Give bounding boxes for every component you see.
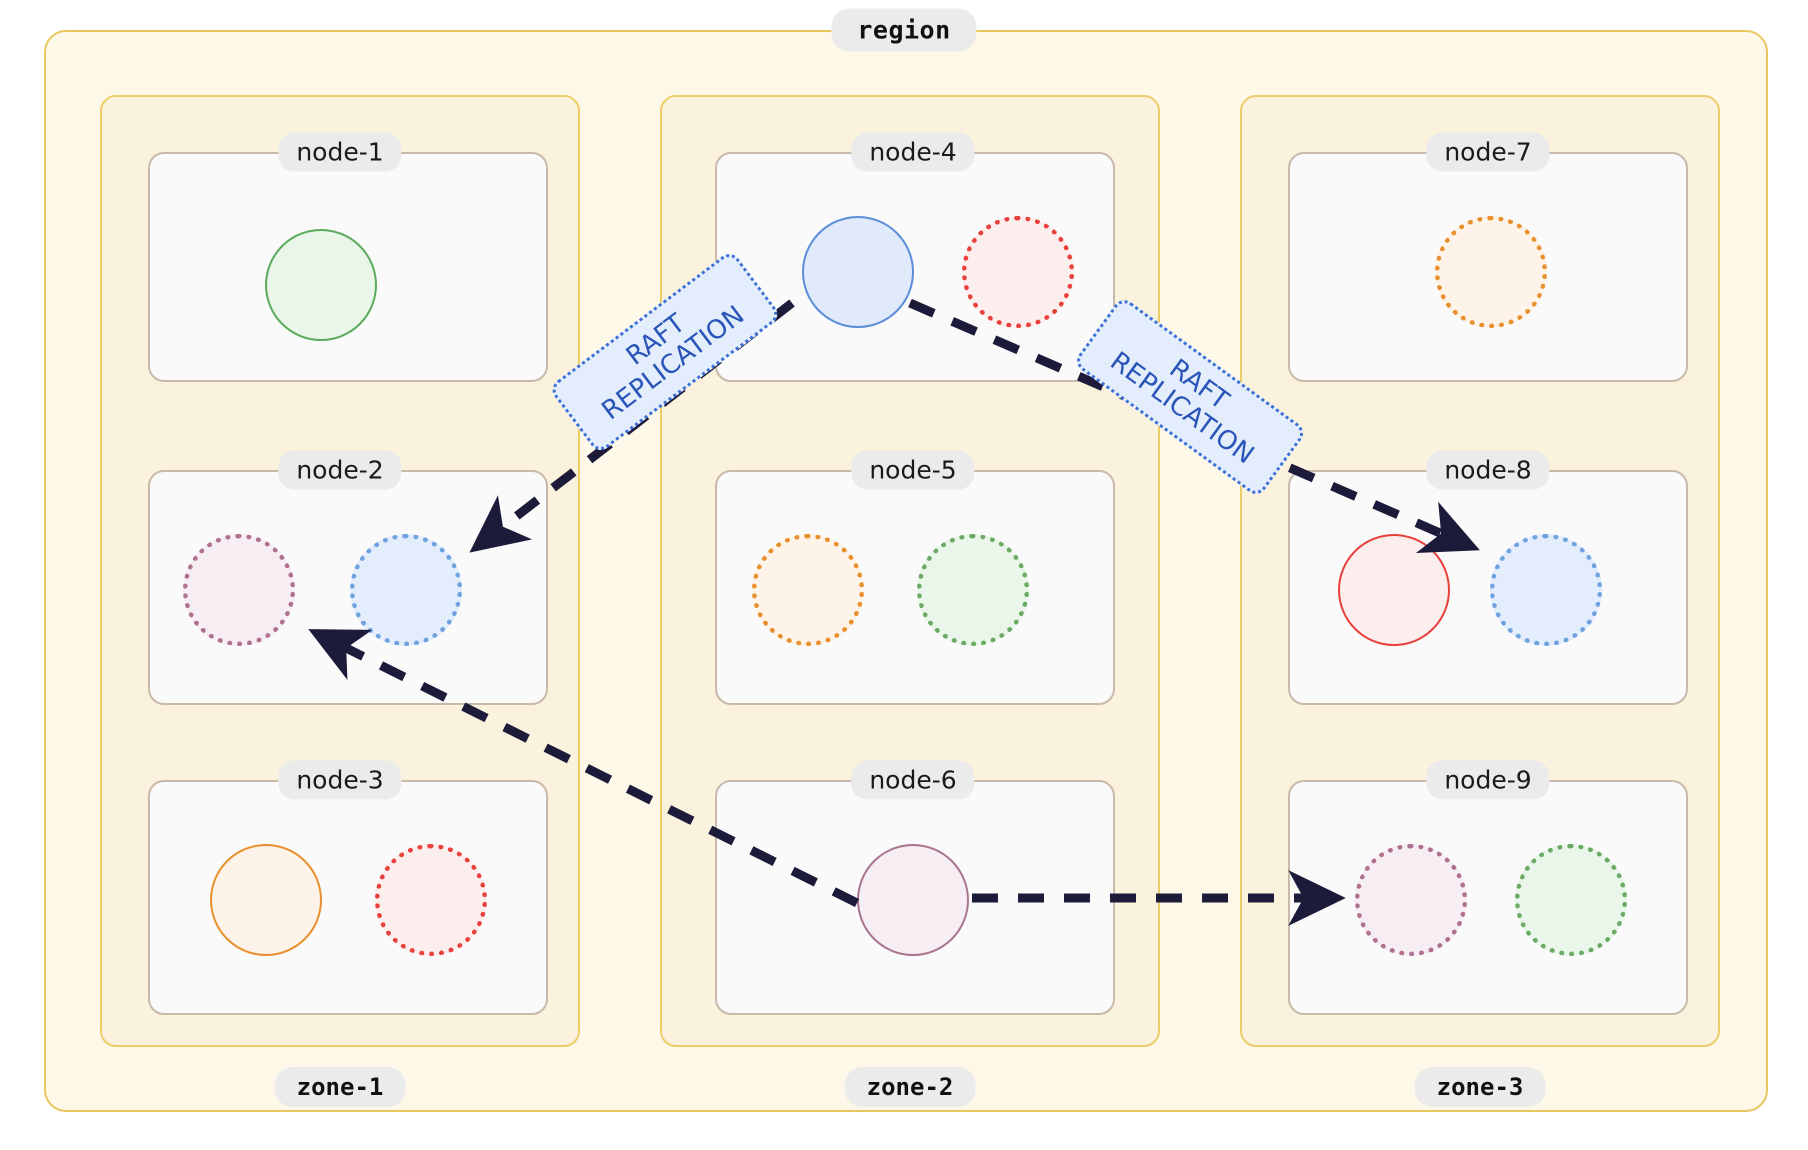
node-box-6[interactable] <box>715 780 1115 1015</box>
replica-circle-follower-purple[interactable] <box>183 534 295 646</box>
replica-circle-leader-purple[interactable] <box>857 844 969 956</box>
node-box-2[interactable] <box>148 470 548 705</box>
replica-circle-leader-orange[interactable] <box>210 844 322 956</box>
node-label-1: node-1 <box>278 132 402 172</box>
node-box-9[interactable] <box>1288 780 1688 1015</box>
replica-circle-follower-blue[interactable] <box>1490 534 1602 646</box>
replica-circle-follower-red[interactable] <box>962 216 1074 328</box>
node-box-1[interactable] <box>148 152 548 382</box>
node-label-7: node-7 <box>1426 132 1550 172</box>
node-label-5: node-5 <box>851 450 975 490</box>
node-box-8[interactable] <box>1288 470 1688 705</box>
node-label-9: node-9 <box>1426 760 1550 800</box>
replica-circle-follower-purple[interactable] <box>1355 844 1467 956</box>
region-label: region <box>831 8 977 52</box>
replica-circle-leader-green[interactable] <box>265 229 377 341</box>
node-box-4[interactable] <box>715 152 1115 382</box>
node-label-2: node-2 <box>278 450 402 490</box>
replica-circle-follower-green[interactable] <box>1515 844 1627 956</box>
zone-label-3: zone-3 <box>1414 1067 1546 1107</box>
replica-circle-follower-blue[interactable] <box>350 534 462 646</box>
replica-circle-follower-orange[interactable] <box>752 534 864 646</box>
zone-label-2: zone-2 <box>844 1067 976 1107</box>
node-box-3[interactable] <box>148 780 548 1015</box>
node-box-7[interactable] <box>1288 152 1688 382</box>
replica-circle-follower-orange[interactable] <box>1435 216 1547 328</box>
node-label-3: node-3 <box>278 760 402 800</box>
replica-circle-leader-red[interactable] <box>1338 534 1450 646</box>
node-label-6: node-6 <box>851 760 975 800</box>
node-label-8: node-8 <box>1426 450 1550 490</box>
replica-circle-follower-green[interactable] <box>917 534 1029 646</box>
zone-label-1: zone-1 <box>274 1067 406 1107</box>
replica-circle-leader-blue[interactable] <box>802 216 914 328</box>
node-box-5[interactable] <box>715 470 1115 705</box>
node-label-4: node-4 <box>851 132 975 172</box>
replica-circle-follower-red[interactable] <box>375 844 487 956</box>
